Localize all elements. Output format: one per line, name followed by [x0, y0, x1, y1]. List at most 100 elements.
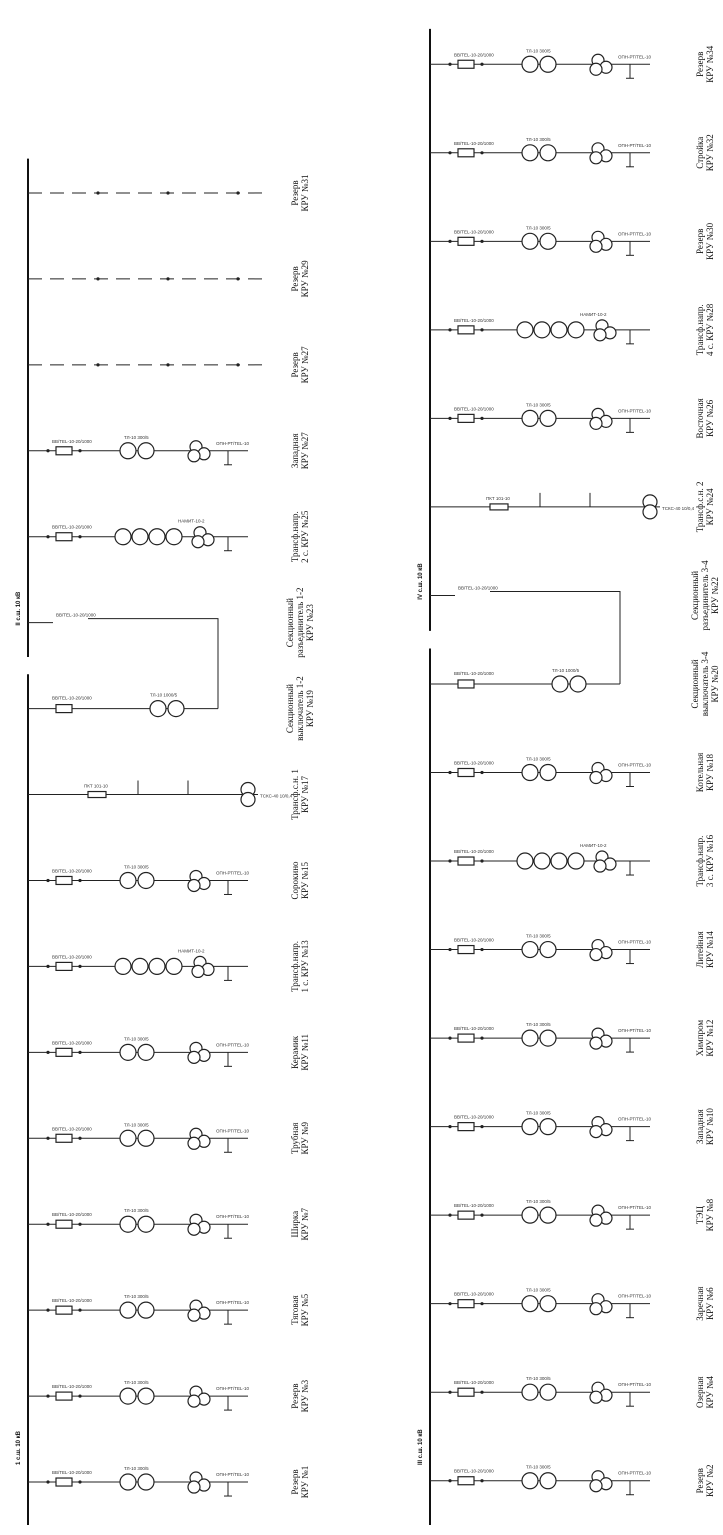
ct-symbol — [589, 947, 603, 962]
ct-symbol — [137, 1301, 155, 1319]
ct-symbol — [589, 1302, 603, 1316]
ct-symbol — [187, 1480, 201, 1494]
arrester-tag: ОПН-РТ/TEL-10 — [618, 1471, 652, 1476]
feeder-label-line: КРУ №4 — [705, 1375, 715, 1408]
feeder-label: Трансф.напр.4 с. КРУ №28 — [695, 303, 715, 356]
breaker-tag: ВВ/TEL-10-20/1000 — [454, 141, 494, 146]
terminal-dot — [480, 1125, 484, 1129]
arrester-tag: ОПН-РТ/TEL-10 — [618, 1028, 652, 1033]
feeder-label-line: КРУ №32 — [705, 134, 715, 171]
breaker-symbol — [457, 944, 475, 955]
ct-symbol — [539, 409, 557, 427]
feeder-label-line: 4 с. КРУ №28 — [705, 303, 715, 356]
ct-symbol — [137, 1129, 155, 1147]
ct-tag: ТЛ-10 300/5 — [124, 864, 149, 869]
feeder-label-line: КРУ №24 — [705, 488, 715, 525]
ct-symbol — [589, 1390, 603, 1404]
terminal-dot — [96, 191, 100, 195]
bus-label-text: III с.ш. 10 кВ — [418, 1429, 424, 1465]
fuse-tag: ПКТ 101-10 — [486, 496, 510, 501]
feeder-label-line: КРУ №3 — [300, 1379, 310, 1412]
breaker-symbol — [457, 1210, 475, 1220]
terminal-dot — [78, 1136, 82, 1140]
terminal-dot — [46, 535, 50, 539]
ct-symbol — [539, 1118, 557, 1136]
terminal-dot — [448, 151, 452, 155]
terminal-dot — [448, 1036, 452, 1040]
ct-symbol — [589, 770, 603, 785]
terminal-dot — [480, 416, 484, 420]
ct-symbol — [539, 55, 557, 73]
fuse-symbol — [567, 852, 585, 870]
arrester-tag: ОПН-РТ/TEL-10 — [216, 1300, 250, 1305]
vt-symbol — [191, 964, 205, 979]
fuse-symbol — [165, 957, 183, 976]
breaker-symbol — [457, 1476, 475, 1486]
feeder-label-line: Секционный — [285, 684, 295, 733]
ct-symbol — [119, 1215, 137, 1233]
transformer-symbol — [240, 791, 256, 808]
feeder-label-line: КРУ №19 — [305, 690, 315, 727]
ct-symbol — [167, 699, 185, 718]
ct-symbol — [119, 871, 137, 890]
terminal-dot — [236, 191, 240, 195]
ct-symbol — [569, 675, 587, 693]
breaker-symbol — [457, 679, 475, 689]
bus-label: III с.ш. 10 кВ — [418, 1429, 424, 1465]
bus-label: II с.ш. 10 кВ — [16, 591, 22, 626]
terminal-dot — [480, 770, 484, 775]
breaker-tag: ВВ/TEL-10-20/1000 — [52, 954, 92, 959]
feeder-label-line: КРУ №23 — [305, 604, 315, 641]
ct-symbol — [137, 1473, 155, 1491]
feeder-label-line: КРУ №8 — [705, 1198, 715, 1231]
terminal-dot — [46, 1394, 50, 1398]
ct-symbol — [539, 1206, 557, 1224]
ct-symbol — [589, 151, 603, 165]
fuse-symbol — [567, 321, 585, 339]
ct-symbol — [119, 1301, 137, 1319]
terminal-dot — [46, 1050, 50, 1054]
ct-symbol — [187, 449, 201, 463]
feeder-label-line: Резерв — [290, 266, 300, 291]
feeder-label-line: Резерв — [290, 352, 300, 377]
breaker-tag: ВВ/TEL-10-20/1000 — [52, 1212, 92, 1217]
arrester-tag: ОПН-РТ/TEL-10 — [618, 940, 652, 945]
ct-tag: ТЛ-10 1000/5 — [552, 668, 580, 673]
bus-label-text: II с.ш. 10 кВ — [16, 591, 22, 626]
breaker-symbol — [55, 1305, 73, 1315]
breaker-tag: ВВ/TEL-10-20/1000 — [454, 938, 494, 943]
breaker-symbol — [457, 856, 475, 866]
feeder-label-line: Керамик — [290, 1035, 300, 1069]
ct-tag: ТЛ-10 300/5 — [526, 1376, 551, 1381]
terminal-dot — [46, 878, 50, 883]
section-tie — [88, 618, 219, 709]
terminal-dot — [480, 328, 484, 332]
ct-symbol — [589, 416, 603, 430]
arrester-tag: ОПН-РТ/TEL-10 — [618, 1382, 652, 1387]
breaker-symbol — [457, 325, 475, 335]
terminal-dot — [448, 416, 452, 420]
ct-symbol — [539, 144, 557, 162]
vt-tag: НАМИТ-10-2 — [178, 519, 205, 524]
feeder-label-line: 1 с. КРУ №13 — [300, 940, 310, 993]
breaker-symbol — [457, 413, 475, 423]
breaker-symbol — [457, 1299, 475, 1309]
